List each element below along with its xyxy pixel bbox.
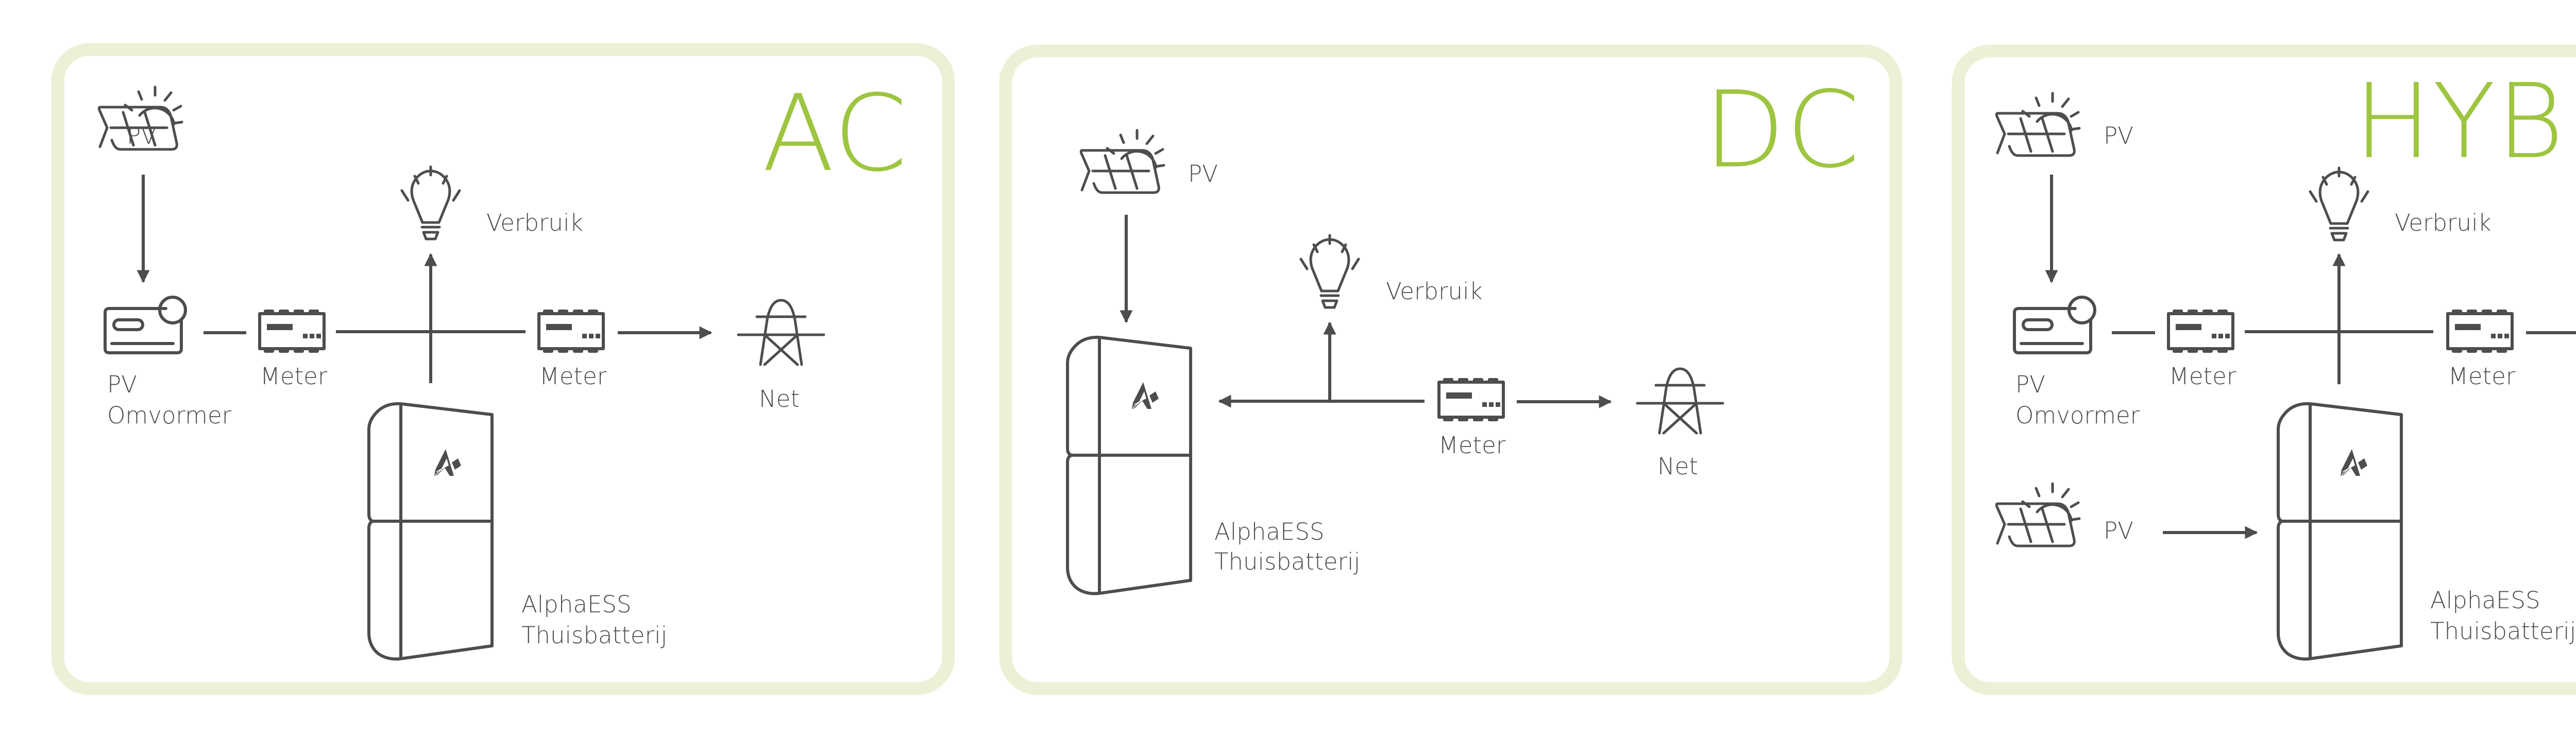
battery-label-line2: Thuisbatterij (521, 622, 667, 649)
consumption-label: Verbruik (1386, 278, 1483, 305)
meter-label: Meter (539, 363, 607, 390)
pv-label: PV (127, 122, 157, 149)
meter-label: Meter (2448, 363, 2516, 390)
panel-frame (51, 43, 955, 695)
consumption-label: Verbruik (486, 209, 583, 236)
panel-dc: DC PV Verbruik Meter Net AlphaESS Thuisb… (999, 44, 1903, 695)
pv-label-2: PV (2104, 517, 2133, 544)
battery-label-line2: Thuisbatterij (2430, 618, 2576, 645)
consumption-label: Verbruik (2395, 209, 2492, 236)
panel-title: DC (1704, 69, 1861, 192)
panel-frame (1952, 44, 2576, 695)
battery-label-line1: AlphaESS (2430, 587, 2540, 614)
pv-label: PV (1188, 160, 1218, 187)
inverter-label-line1: PV (107, 371, 137, 398)
inverter-label-line1: PV (2015, 371, 2045, 398)
battery-label-line1: AlphaESS (1214, 518, 1325, 545)
panel-title: HYBRIDE (2354, 62, 2576, 182)
panel-frame (999, 44, 1903, 695)
pv-label: PV (2104, 122, 2133, 149)
panel-hybride: HYBRIDE PV PV Omvormer Meter Verbruik Me… (1952, 44, 2576, 695)
grid-label: Net (759, 385, 800, 413)
grid-label: Net (1657, 453, 1698, 480)
meter-label: Meter (260, 363, 328, 390)
inverter-label-line2: Omvormer (2015, 402, 2140, 429)
meter-label: Meter (2169, 363, 2236, 390)
panel-ac: AC PV PV Omvormer Meter Verbruik Meter N… (51, 43, 955, 695)
meter-label: Meter (1438, 432, 1506, 459)
battery-label-line2: Thuisbatterij (1214, 548, 1360, 575)
battery-label-line1: AlphaESS (521, 591, 632, 618)
panel-title: AC (762, 73, 908, 195)
inverter-label-line2: Omvormer (107, 402, 232, 429)
